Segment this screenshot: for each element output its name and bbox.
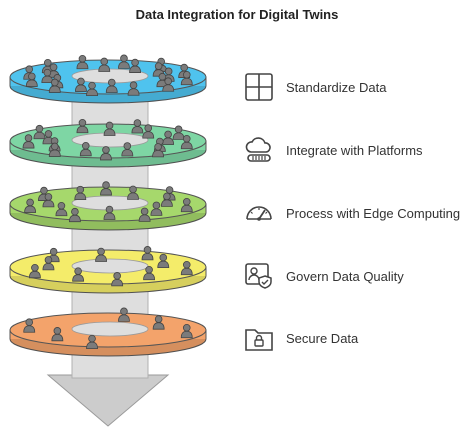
legend-item-standardize-data: Standardize Data (244, 71, 386, 103)
person-icon (141, 246, 154, 261)
person-icon (138, 207, 151, 222)
person-icon (180, 260, 193, 276)
disk-layer-lime (9, 181, 207, 231)
person-icon (100, 146, 112, 161)
person-icon (157, 253, 170, 269)
person-icon (152, 143, 164, 158)
core-opening (71, 321, 149, 337)
cloud-storage-icon (244, 135, 274, 165)
legend-item-process-with-edge-computing: Process with Edge Computing (244, 197, 460, 229)
speedometer-icon (244, 198, 274, 228)
person-icon (162, 77, 175, 92)
layer-stack (9, 54, 207, 427)
person-icon (160, 192, 173, 207)
diagram-title: Data Integration for Digital Twins (135, 7, 339, 22)
person-icon (25, 72, 38, 87)
person-icon (23, 318, 36, 333)
person-icon (48, 78, 61, 93)
person-icon (172, 125, 185, 140)
person-icon (79, 142, 92, 157)
person-icon (103, 205, 116, 220)
person-icon (131, 119, 144, 134)
person-icon (105, 78, 118, 93)
person-icon (118, 54, 130, 69)
person-icon (180, 197, 193, 213)
person-icon (127, 81, 140, 96)
person-icon (152, 315, 165, 330)
person-icon (180, 70, 193, 86)
person-icon (86, 81, 98, 97)
person-icon (76, 54, 89, 70)
person-icon (180, 323, 193, 339)
person-icon (150, 201, 163, 216)
legend-item-integrate-with-platforms: Integrate with Platforms (244, 134, 423, 166)
down-arrow (46, 374, 170, 427)
person-icon (74, 185, 87, 201)
person-icon (111, 272, 124, 287)
person-icon (42, 193, 55, 208)
person-icon (86, 334, 98, 350)
person-icon (33, 124, 46, 140)
person-icon (100, 181, 112, 196)
person-icon (142, 124, 155, 139)
person-icon (42, 256, 55, 271)
disk-layer-green (9, 118, 207, 168)
person-icon (118, 307, 130, 322)
person-icon (180, 134, 193, 150)
grid-icon (244, 72, 274, 102)
legend-label: Secure Data (286, 330, 359, 346)
disk-layer-blue (9, 54, 207, 104)
person-icon (55, 201, 68, 217)
person-icon (72, 267, 85, 282)
legend-label: Govern Data Quality (286, 268, 404, 284)
person-icon (121, 142, 134, 157)
disk-layer-yellow (9, 246, 207, 294)
core-opening (71, 258, 149, 274)
person-icon (162, 130, 174, 145)
legend-item-govern-data-quality: Govern Data Quality (244, 260, 404, 292)
legend-label: Integrate with Platforms (286, 142, 423, 158)
person-icon (41, 68, 54, 84)
person-icon (95, 247, 107, 262)
person-icon (69, 207, 81, 223)
person-icon (143, 265, 155, 281)
person-icon (24, 198, 37, 213)
person-icon (22, 134, 35, 149)
person-icon (51, 327, 64, 342)
person-icon (76, 118, 89, 134)
person-icon (103, 121, 116, 136)
legend-label: Standardize Data (286, 79, 387, 95)
person-icon (98, 57, 111, 72)
person-icon (127, 185, 139, 200)
person-icon (48, 142, 61, 157)
person-icon (28, 263, 41, 279)
user-shield-icon (244, 261, 274, 291)
legend-item-secure-data: Secure Data (244, 322, 358, 354)
folder-lock-icon (244, 323, 274, 353)
legend-label: Process with Edge Computing (286, 205, 461, 221)
person-icon (75, 77, 87, 92)
person-icon (129, 58, 141, 73)
disk-layer-orange (9, 307, 207, 357)
